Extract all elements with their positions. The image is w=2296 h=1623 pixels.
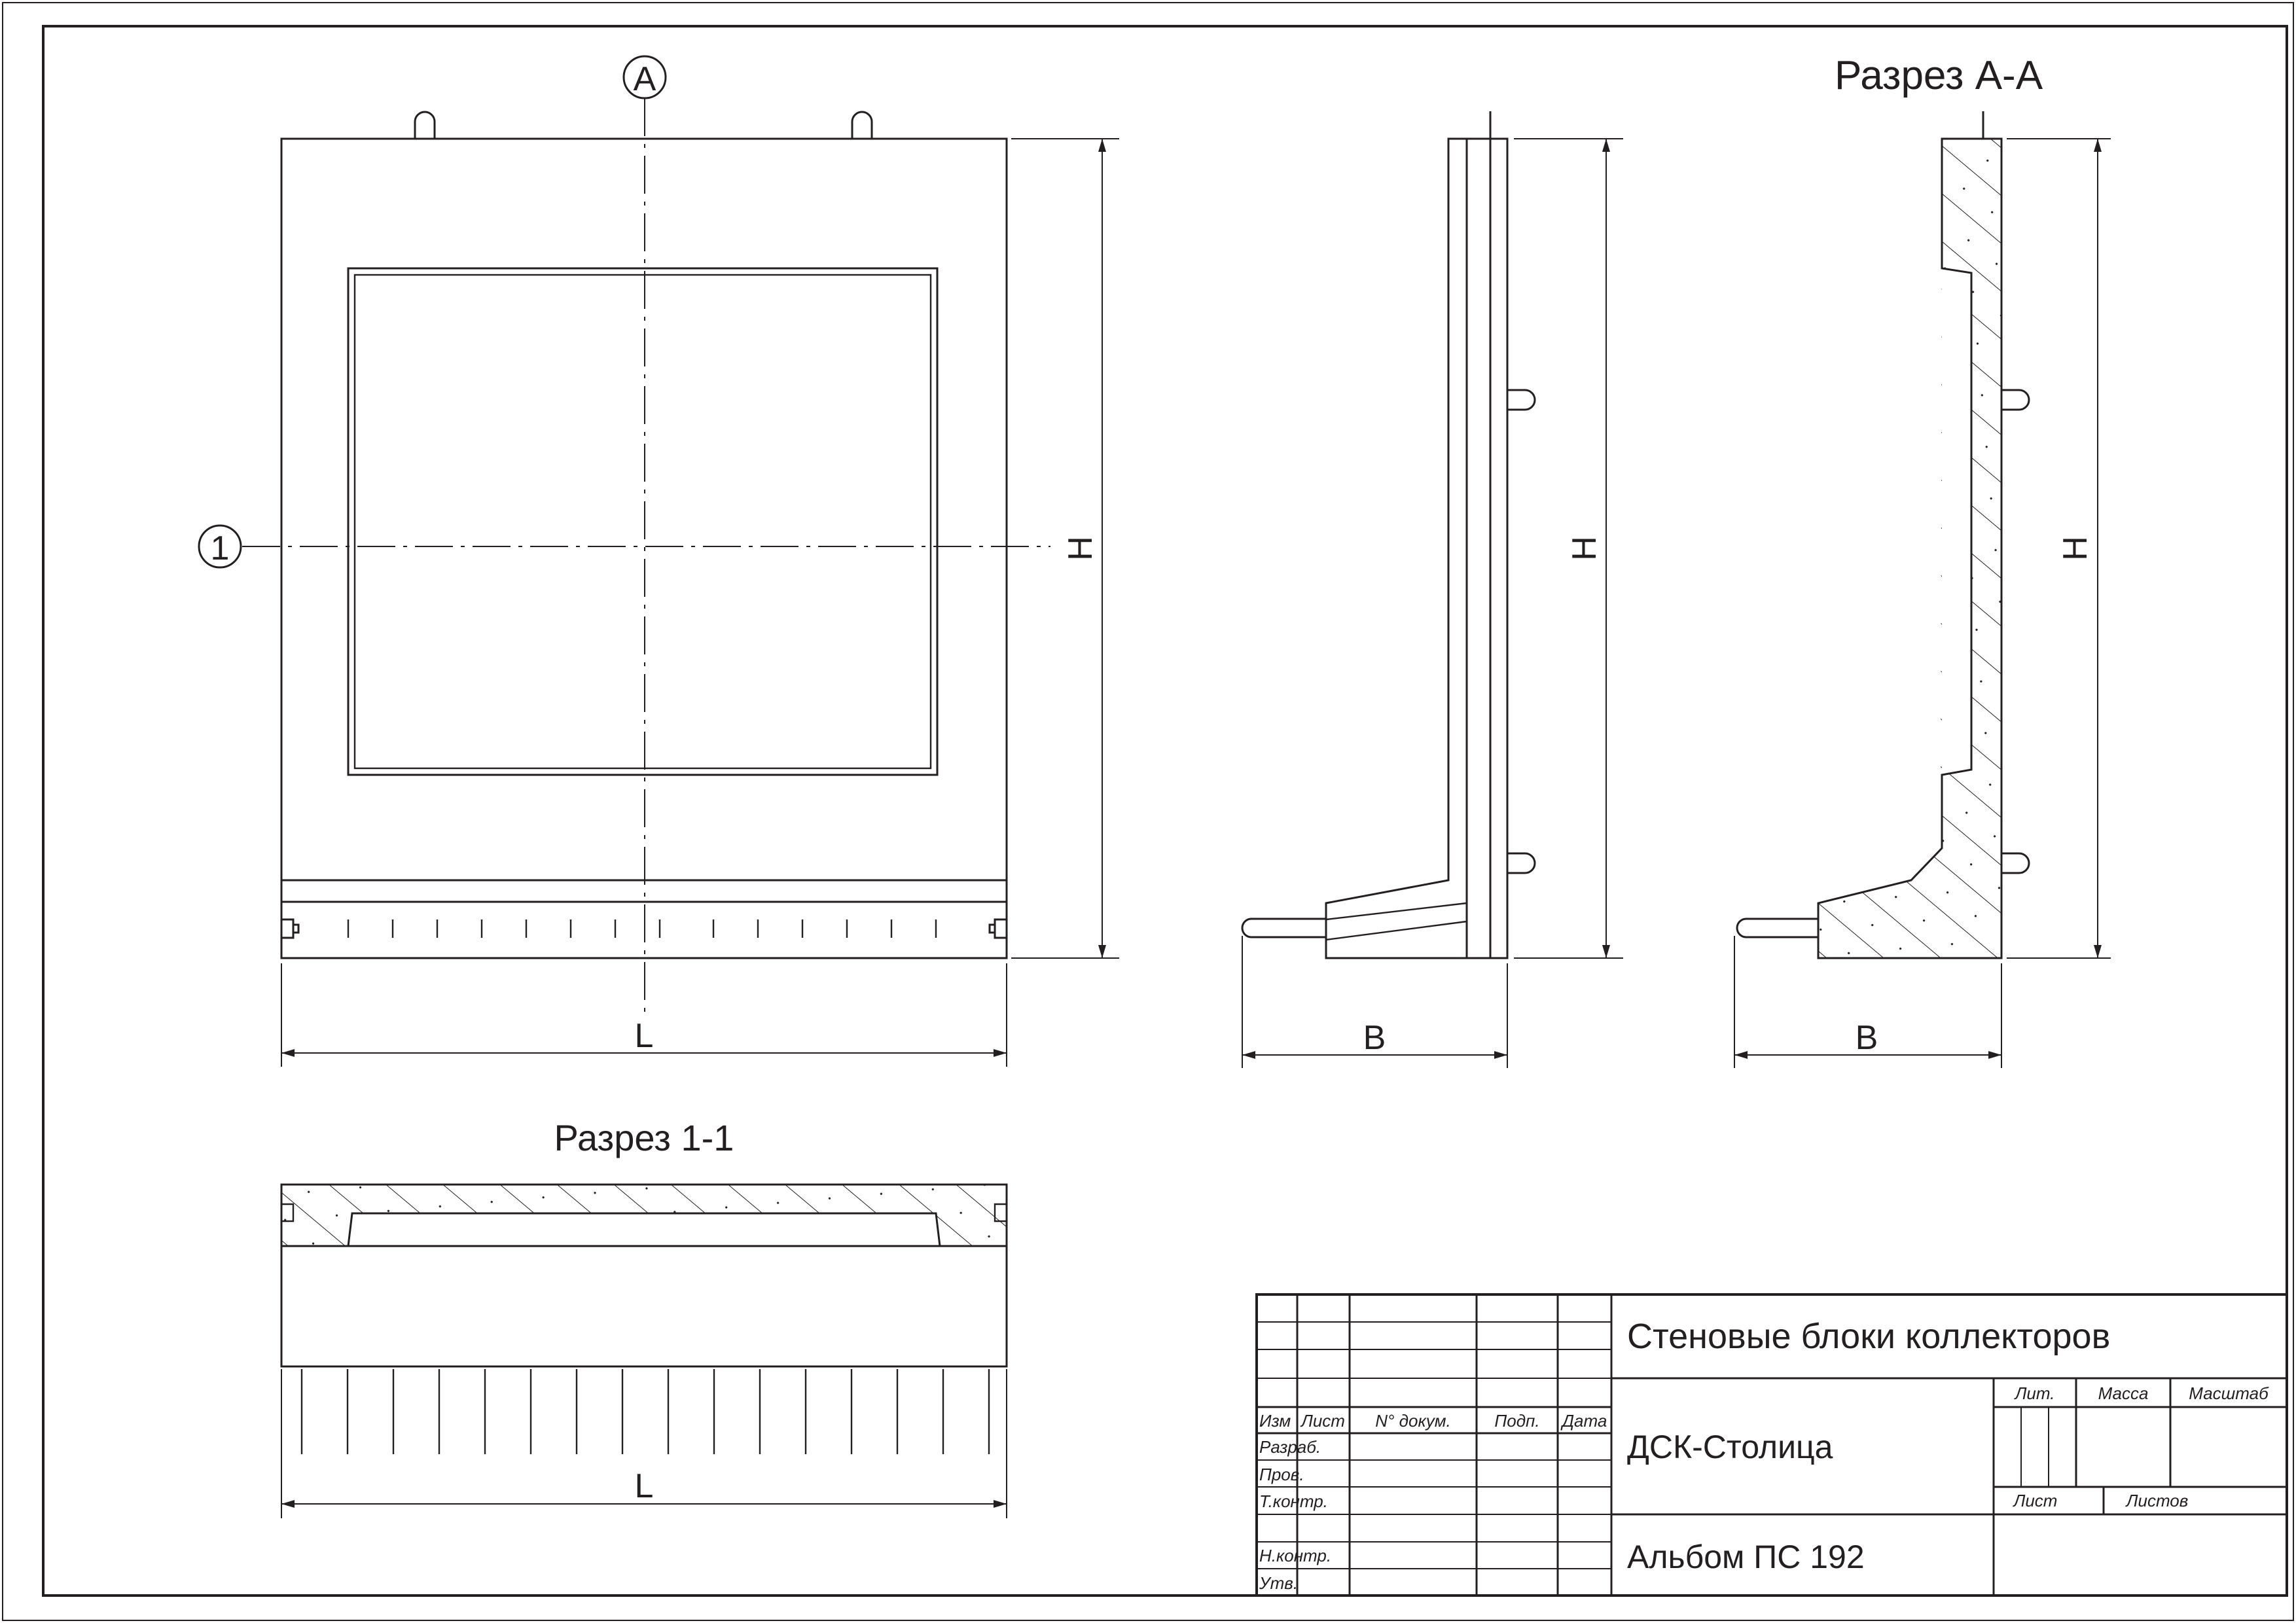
title-block-frame <box>1255 1293 2288 1597</box>
end-groove-left <box>281 918 300 939</box>
side-dimension-h <box>1514 138 1623 959</box>
side-dimension-b-label: B <box>1363 1019 1386 1057</box>
section-aa-dimension-b <box>1734 936 2002 1068</box>
sheet-label: Лист <box>2013 1491 2058 1510</box>
axis-marker-1-label: 1 <box>211 529 230 567</box>
front-view-outline <box>280 137 1008 959</box>
lit-label: Лит. <box>2014 1383 2055 1403</box>
front-dimension-l-label: L <box>635 1017 654 1055</box>
row-razrab: Разраб. <box>1259 1437 1321 1457</box>
section-aa-dimension-h <box>2007 138 2111 959</box>
title-block-album: Альбом ПС 192 <box>1627 1539 1865 1575</box>
col-data: Дата <box>1560 1411 1607 1431</box>
front-dimension-h-label: H <box>1062 536 1100 561</box>
section-aa-body <box>1818 139 2001 958</box>
section-aa-dimension-h-label: H <box>2056 536 2094 561</box>
lifting-loop-right <box>851 111 873 139</box>
row-tkontr: Т.контр. <box>1259 1491 1328 1511</box>
rebar-ticks <box>347 919 937 938</box>
col-doc: N° докум. <box>1375 1411 1451 1431</box>
col-podp: Подп. <box>1494 1411 1539 1431</box>
section-11-dimension-l-label: L <box>635 1467 654 1505</box>
section-aa-dimension-b-label: B <box>1856 1019 1878 1057</box>
front-view-recess-outer <box>347 267 939 776</box>
col-izm: Изм <box>1259 1411 1291 1431</box>
side-loop-lower <box>1507 852 1536 874</box>
front-dimension-l <box>281 963 1007 1067</box>
row-prov: Пров. <box>1259 1465 1304 1484</box>
section-11-slab <box>281 1185 1007 1246</box>
section-aa-loop-lower <box>2001 852 2030 874</box>
massa-label: Масса <box>2098 1383 2149 1403</box>
front-dimension-h <box>1011 138 1119 959</box>
axis-marker-a: A <box>622 55 667 99</box>
front-view <box>280 111 1008 959</box>
side-loop-upper <box>1507 389 1536 411</box>
section-aa-recess-fill <box>1942 268 1971 775</box>
front-view-recess-inner <box>353 274 932 770</box>
section-11-title: Разрез 1-1 <box>554 1117 734 1158</box>
section-11-rebar-lines <box>300 1369 990 1454</box>
side-rebar-outlet <box>1241 918 1326 938</box>
lifting-loop-left <box>414 111 436 139</box>
section-aa-loop-upper <box>2001 389 2030 411</box>
side-dimension-h-label: H <box>1566 536 1604 561</box>
sheets-label: Листов <box>2125 1491 2189 1510</box>
axis-marker-1: 1 <box>198 524 242 569</box>
side-view-outline <box>1325 137 1509 959</box>
side-dimension-b <box>1242 936 1508 1068</box>
section-aa-title: Разрез А-А <box>1835 53 2043 98</box>
side-view <box>1241 111 1536 959</box>
section-aa-rebar-outlet <box>1736 918 1818 938</box>
title-block-organization: ДСК-Столица <box>1627 1429 1833 1465</box>
title-block: Стеновые блоки коллекторов ДСК-Столица А… <box>1255 1293 2288 1597</box>
section-11-dimension-l <box>281 1369 1007 1518</box>
end-groove-right <box>988 918 1007 939</box>
title-block-title: Стеновые блоки коллекторов <box>1627 1317 2110 1356</box>
axis-marker-a-label: A <box>634 60 656 98</box>
section-11 <box>280 1183 1008 1454</box>
col-list: Лист <box>1300 1411 1345 1431</box>
row-nkontr: Н.контр. <box>1259 1546 1331 1565</box>
section-aa <box>1736 111 2030 959</box>
masshtab-label: Масштаб <box>2189 1383 2269 1403</box>
inner-frame <box>42 25 2288 1597</box>
row-utv: Утв. <box>1259 1573 1298 1593</box>
